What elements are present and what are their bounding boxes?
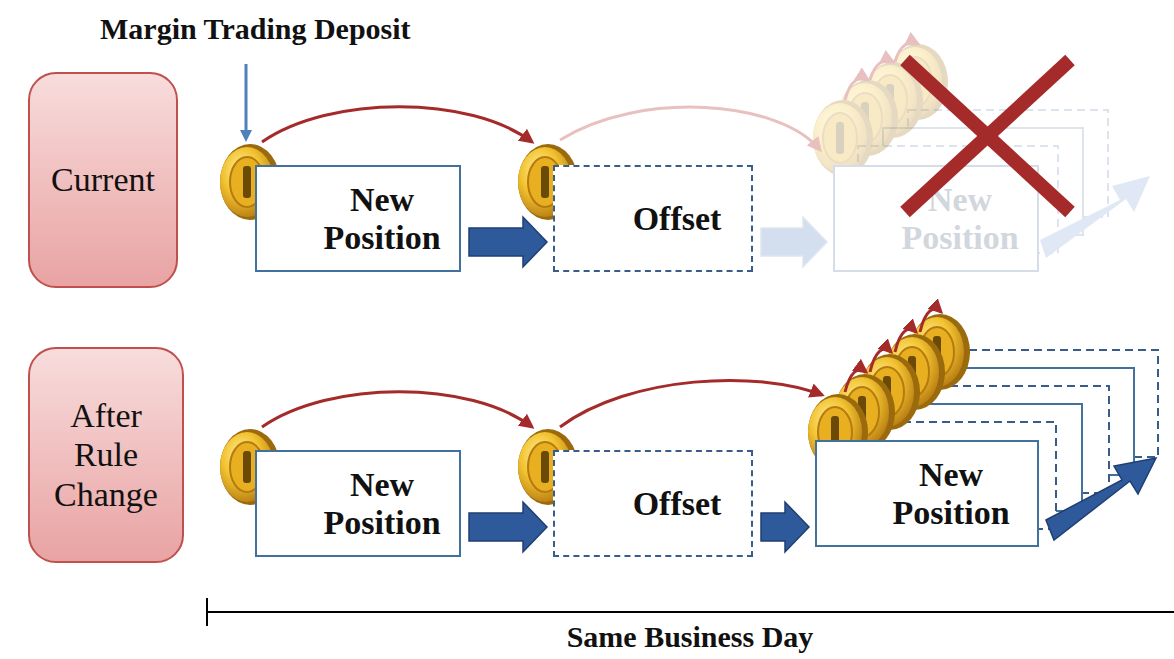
- faded-flow-arc: [895, 43, 918, 62]
- disabled-process-box: New Position: [833, 165, 1039, 272]
- cancel-stroke: [905, 60, 1070, 212]
- offset-box: Offset: [553, 165, 753, 272]
- flow-arc: [845, 370, 866, 392]
- row-label-box: Current: [28, 72, 178, 288]
- axis-label: Same Business Day: [567, 620, 814, 654]
- row-label: Current: [51, 160, 155, 199]
- flow-arrow: [469, 502, 547, 552]
- faded-flow-arc: [870, 61, 893, 80]
- row-label: After Rule Change: [40, 396, 172, 513]
- timeline: [207, 611, 1174, 613]
- deposit-arrowhead: [240, 130, 252, 142]
- flow-arc: [870, 349, 891, 372]
- process-box: New Position: [815, 440, 1039, 547]
- faded-coins: [813, 44, 948, 176]
- flow-arrow: [761, 217, 827, 267]
- offset-box: Offset: [553, 450, 753, 557]
- box-label: New Position: [313, 181, 451, 256]
- box-label: Offset: [633, 485, 722, 522]
- flow-arrow: [761, 502, 809, 552]
- faded-flow-arc: [560, 107, 820, 150]
- stack-arrow: [1046, 458, 1156, 540]
- process-box: New Position: [255, 165, 461, 272]
- flow-arrow: [469, 217, 547, 267]
- row-label-box: After Rule Change: [28, 347, 184, 563]
- flow-arc: [560, 380, 822, 427]
- faded-flow-arc: [845, 78, 868, 100]
- box-label: New Position: [873, 456, 1029, 531]
- cancel-stroke: [905, 60, 1070, 212]
- flow-arc: [920, 309, 941, 332]
- flow-arc: [262, 107, 532, 142]
- box-label: Offset: [633, 200, 722, 237]
- box-label: New Position: [313, 466, 451, 541]
- deposit-label: Margin Trading Deposit: [100, 12, 411, 46]
- box-label: New Position: [891, 181, 1029, 256]
- flow-arc: [895, 329, 916, 352]
- process-box: New Position: [255, 450, 461, 557]
- deposit-arrow: [245, 64, 248, 132]
- flow-arc: [262, 392, 532, 427]
